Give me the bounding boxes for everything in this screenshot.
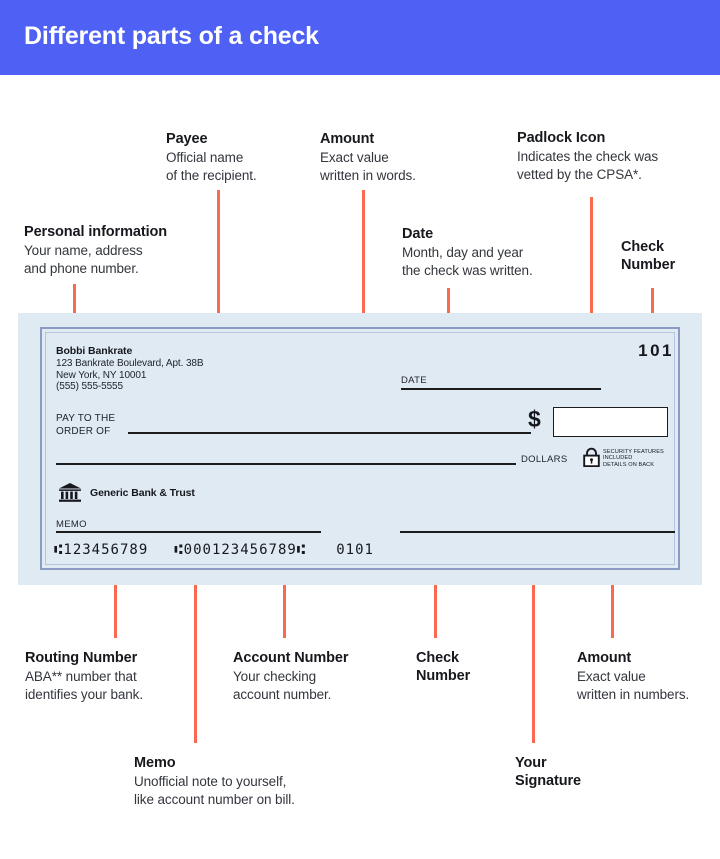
check-payee-line <box>128 432 531 434</box>
callout-desc: ABA** number that identifies your bank. <box>25 669 143 702</box>
callout-desc: Exact value written in words. <box>320 150 416 183</box>
micr-account-number: ⑆000123456789⑆ <box>174 542 307 558</box>
connector-account-number <box>283 560 286 638</box>
callout-title: Routing Number <box>25 650 138 666</box>
check-security-text: SECURITY FEATURES INCLUDED DETAILS ON BA… <box>603 449 664 468</box>
callout-title: Check Number <box>416 650 471 684</box>
connector-payee <box>217 190 220 416</box>
callout-desc: Month, day and year the check was writte… <box>402 245 533 278</box>
check-amount-words-line <box>56 463 516 465</box>
callout-account-number: Account Number Your checking account num… <box>233 649 403 704</box>
callout-title: Amount <box>320 131 375 147</box>
page-header: Different parts of a check <box>0 0 720 75</box>
check-payer-name: Bobbi Bankrate <box>56 345 133 357</box>
callout-padlock-icon: Padlock Icon Indicates the check was vet… <box>517 129 707 184</box>
check-dollars-label: DOLLARS <box>521 454 568 465</box>
callout-title: Account Number <box>233 650 349 666</box>
callout-desc: Unofficial note to yourself, like accoun… <box>134 774 295 807</box>
check-number-value: 101 <box>638 341 674 360</box>
check-amount-box[interactable] <box>553 407 668 437</box>
callout-desc: Exact value written in numbers. <box>577 669 690 702</box>
callout-personal-information: Personal information Your name, address … <box>24 223 214 278</box>
check-bank-name: Generic Bank & Trust <box>90 487 195 499</box>
callout-title: Padlock Icon <box>517 130 606 146</box>
connector-memo <box>194 525 197 743</box>
callout-title: Your Signature <box>515 755 581 789</box>
callout-desc: Your checking account number. <box>233 669 332 702</box>
connector-check-number-bottom <box>434 560 437 638</box>
callout-memo: Memo Unofficial note to yourself, like a… <box>134 754 364 809</box>
connector-routing-number <box>114 560 117 638</box>
connector-personal-information <box>73 284 76 336</box>
callout-desc: Indicates the check was vetted by the CP… <box>517 149 659 182</box>
connector-your-signature <box>532 521 535 743</box>
check-micr-line: ⑆123456789 ⑆000123456789⑆ 0101 <box>54 542 374 558</box>
check-memo-label: MEMO <box>56 519 87 530</box>
callout-title: Personal information <box>24 224 168 240</box>
callout-amount-words: Amount Exact value written in words. <box>320 130 470 185</box>
callout-desc: Your name, address and phone number. <box>24 243 143 276</box>
callout-amount-numbers: Amount Exact value written in numbers. <box>577 649 717 704</box>
callout-title: Memo <box>134 755 176 771</box>
callout-date: Date Month, day and year the check was w… <box>402 225 582 280</box>
page-title: Different parts of a check <box>24 22 319 50</box>
check-date-label: DATE <box>401 375 427 386</box>
check-date-line <box>401 388 601 390</box>
check-pay-to-label: PAY TO THE ORDER OF <box>56 413 116 437</box>
bank-building-icon <box>59 483 81 502</box>
callout-check-number-bottom: Check Number <box>416 649 526 685</box>
callout-title: Payee <box>166 131 208 147</box>
micr-check-number: 0101 <box>336 542 374 558</box>
micr-routing-number: ⑆123456789 <box>54 542 149 558</box>
callout-routing-number: Routing Number ABA** number that identif… <box>25 649 215 704</box>
callout-payee: Payee Official name of the recipient. <box>166 130 316 185</box>
callout-your-signature: Your Signature <box>515 754 645 790</box>
check-signature-line <box>400 531 675 533</box>
callout-title: Amount <box>577 650 632 666</box>
check-document <box>40 327 680 570</box>
callout-title: Check Number <box>621 239 676 273</box>
callout-check-number-top: Check Number <box>621 238 711 274</box>
dollar-sign-icon: $ <box>528 406 541 432</box>
callout-title: Date <box>402 226 434 242</box>
check-payer-address: 123 Bankrate Boulevard, Apt. 38B New Yor… <box>56 358 204 392</box>
padlock-icon <box>583 447 600 467</box>
callout-desc: Official name of the recipient. <box>166 150 257 183</box>
check-memo-line <box>56 531 321 533</box>
